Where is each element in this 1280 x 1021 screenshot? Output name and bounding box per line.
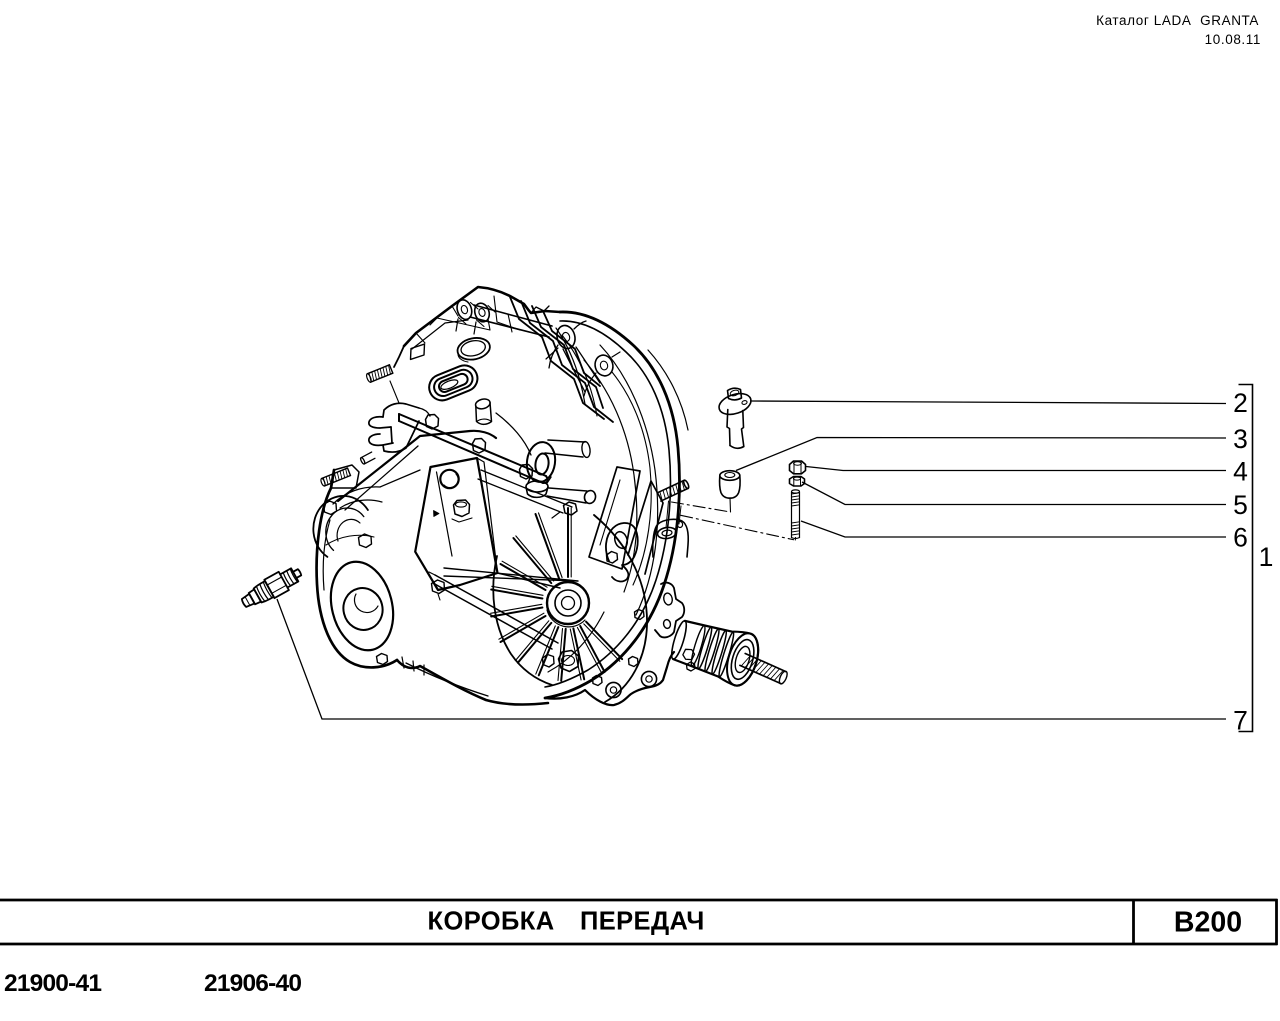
svg-text:1: 1 xyxy=(1259,542,1274,572)
svg-text:Каталог LADA GRANTA: Каталог LADA GRANTA xyxy=(1096,13,1259,28)
svg-text:7: 7 xyxy=(1233,706,1248,736)
svg-text:2: 2 xyxy=(1233,388,1248,418)
svg-text:10.08.11: 10.08.11 xyxy=(1205,32,1261,47)
svg-text:3: 3 xyxy=(1233,424,1248,454)
svg-text:КОРОБКА: КОРОБКА xyxy=(428,908,555,936)
svg-text:6: 6 xyxy=(1233,523,1248,553)
svg-text:21900-41: 21900-41 xyxy=(4,970,101,997)
svg-text:5: 5 xyxy=(1233,490,1248,520)
svg-text:B200: B200 xyxy=(1174,907,1242,939)
svg-text:ПЕРЕДАЧ: ПЕРЕДАЧ xyxy=(580,908,705,936)
svg-text:4: 4 xyxy=(1233,457,1248,487)
svg-text:21906-40: 21906-40 xyxy=(204,970,301,997)
